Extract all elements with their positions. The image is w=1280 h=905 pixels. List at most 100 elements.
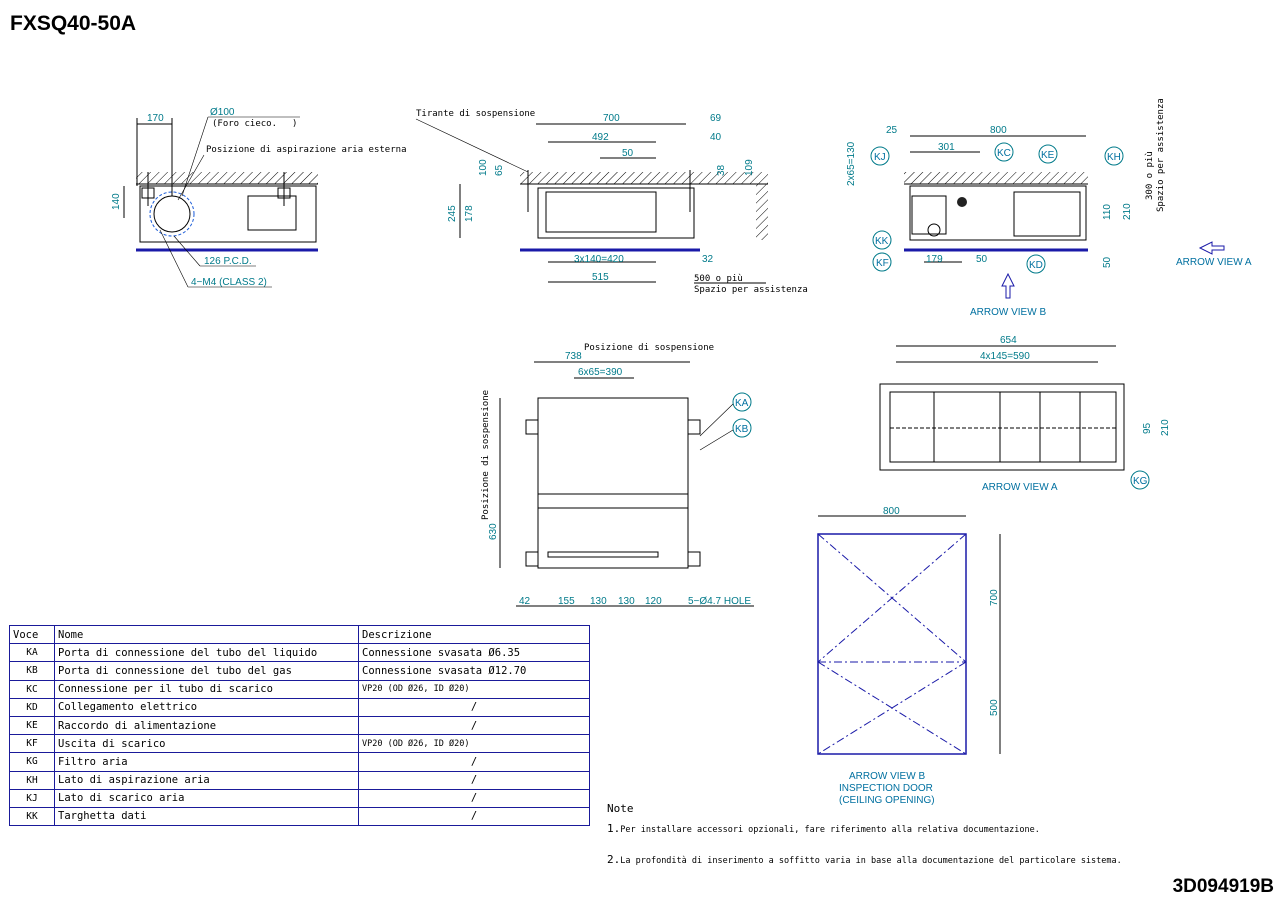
table-row: KJ Lato di scarico aria / [9,788,590,808]
table-header-row: Voce Nome Descrizione [9,624,590,645]
row-desc: / [358,806,590,827]
dim-label: 4x145=590 [980,351,1030,362]
row-name: Collegamento elettrico [54,697,359,717]
inspection-caption: INSPECTION DOOR [839,783,933,794]
dim-label: 654 [1000,335,1017,346]
dim-label: 245 [447,205,458,222]
suspension-label: Posizione di sospensione [584,343,714,353]
callout-kk: KK [872,230,892,250]
top-view: Posizione di sospensione 738 6x65=390 Po… [481,343,754,607]
hanger-label: Tirante di sospensione [416,109,535,119]
table-row: KH Lato di aspirazione aria / [9,770,590,790]
dim-label: 100 [478,159,489,176]
dim-label: 500 [989,699,1000,716]
dim-label: 700 [603,113,620,124]
callout-label: KJ [874,152,886,163]
note-number: 2. [607,853,621,866]
dim-label: 25 [886,125,898,136]
dim-label: 800 [883,506,900,517]
callout-kc: KC [994,142,1014,162]
dim-label: 109 [744,159,755,176]
table-row: KK Targhetta dati / [9,806,590,827]
dim-label: 515 [592,272,609,283]
dim-label: 738 [565,351,582,362]
dim-label: 50 [622,148,634,159]
table-row: KD Collegamento elettrico / [9,697,590,717]
dim-label: Ø100 [210,107,235,118]
dim-label: 3x140=420 [574,254,624,265]
outside-air-label: Posizione di aspirazione aria esterna [206,145,406,155]
note-text: Per installare accessori opzionali, fare… [620,825,1040,835]
table-row: KG Filtro aria / [9,752,590,772]
inspection-door-view: 800 700 500 ARROW VIEW B INSPECTION DOOR… [817,506,1001,806]
row-name: Filtro aria [54,752,359,772]
callout-label: KA [735,398,749,409]
row-name: Raccordo di alimentazione [54,715,359,736]
inspection-caption: (CEILING OPENING) [839,795,935,806]
dim-label: 65 [494,164,505,176]
dim-label: 120 [645,596,662,607]
row-desc: / [358,788,590,808]
dim-label: 2x65=130 [846,141,857,186]
callout-label: KC [997,148,1011,159]
callout-label: KK [875,236,889,247]
callout-kb: KB [732,418,752,438]
dim-label: 32 [702,254,714,265]
row-name: Connessione per il tubo di scarico [54,679,359,699]
dim-label: 50 [1102,256,1113,268]
dim-label: ) [292,119,297,129]
dim-label: 6x65=390 [578,367,623,378]
dim-label: 95 [1142,422,1153,434]
callout-kd: KD [1026,254,1046,274]
row-code: KE [9,715,55,736]
service-space-label: 500 o più [694,274,743,284]
dim-label: 50 [976,254,988,265]
callout-label: KH [1107,152,1121,163]
row-name: Uscita di scarico [54,734,359,754]
hole-label: 5−Ø4.7 HOLE [688,596,751,607]
dim-label: 210 [1122,203,1133,220]
service-space-label: Spazio per assistenza [1156,98,1166,212]
row-code: KA [9,643,55,663]
dim-label: 800 [990,125,1007,136]
dim-label: 110 [1102,204,1113,220]
dim-label: 155 [558,596,575,607]
side-view-right: 25 800 301 2x65=130 110 210 179 50 50 30… [846,98,1252,318]
row-name: Porta di connessione del tubo del gas [54,661,359,681]
callout-ka: KA [732,392,752,412]
table-row: KC Connessione per il tubo di scarico VP… [9,679,590,699]
document-number: 3D094919B [1172,876,1274,897]
callout-kh: KH [1104,146,1124,166]
table-row: KE Raccordo di alimentazione / [9,715,590,736]
row-code: KG [9,752,55,772]
callout-label: KF [876,258,889,269]
dim-label: 40 [710,132,722,143]
drawing-title: FXSQ40-50A [10,12,137,35]
dim-label: 140 [111,193,122,210]
header-code: Voce [9,624,55,645]
service-space-label: Spazio per assistenza [694,285,808,295]
arrow-view-a-label: ARROW VIEW A [1176,257,1252,268]
parts-table: Voce Nome Descrizione KA Porta di connes… [9,624,590,827]
dim-label: 630 [488,523,499,540]
row-code: KB [9,661,55,681]
table-row: KB Porta di connessione del tubo del gas… [9,661,590,681]
row-desc: / [358,715,590,736]
dim-label: 38 [716,164,727,176]
row-desc: / [358,697,590,717]
suspension-label-vertical: Posizione di sospensione [481,390,491,520]
row-desc: / [358,770,590,790]
header-name: Nome [54,624,359,645]
arrow-view-a-caption: ARROW VIEW A [982,482,1058,493]
dim-label: 178 [464,205,475,222]
dim-label: 170 [147,113,164,124]
row-code: KC [9,679,55,699]
row-code: KJ [9,788,55,808]
row-code: KK [9,806,55,827]
callout-kf: KF [872,252,892,272]
arrow-view-b-label: ARROW VIEW B [970,307,1046,318]
row-name: Targhetta dati [54,806,359,827]
dim-label: (Foro cieco. [212,119,277,129]
note-number: 1. [607,822,621,835]
